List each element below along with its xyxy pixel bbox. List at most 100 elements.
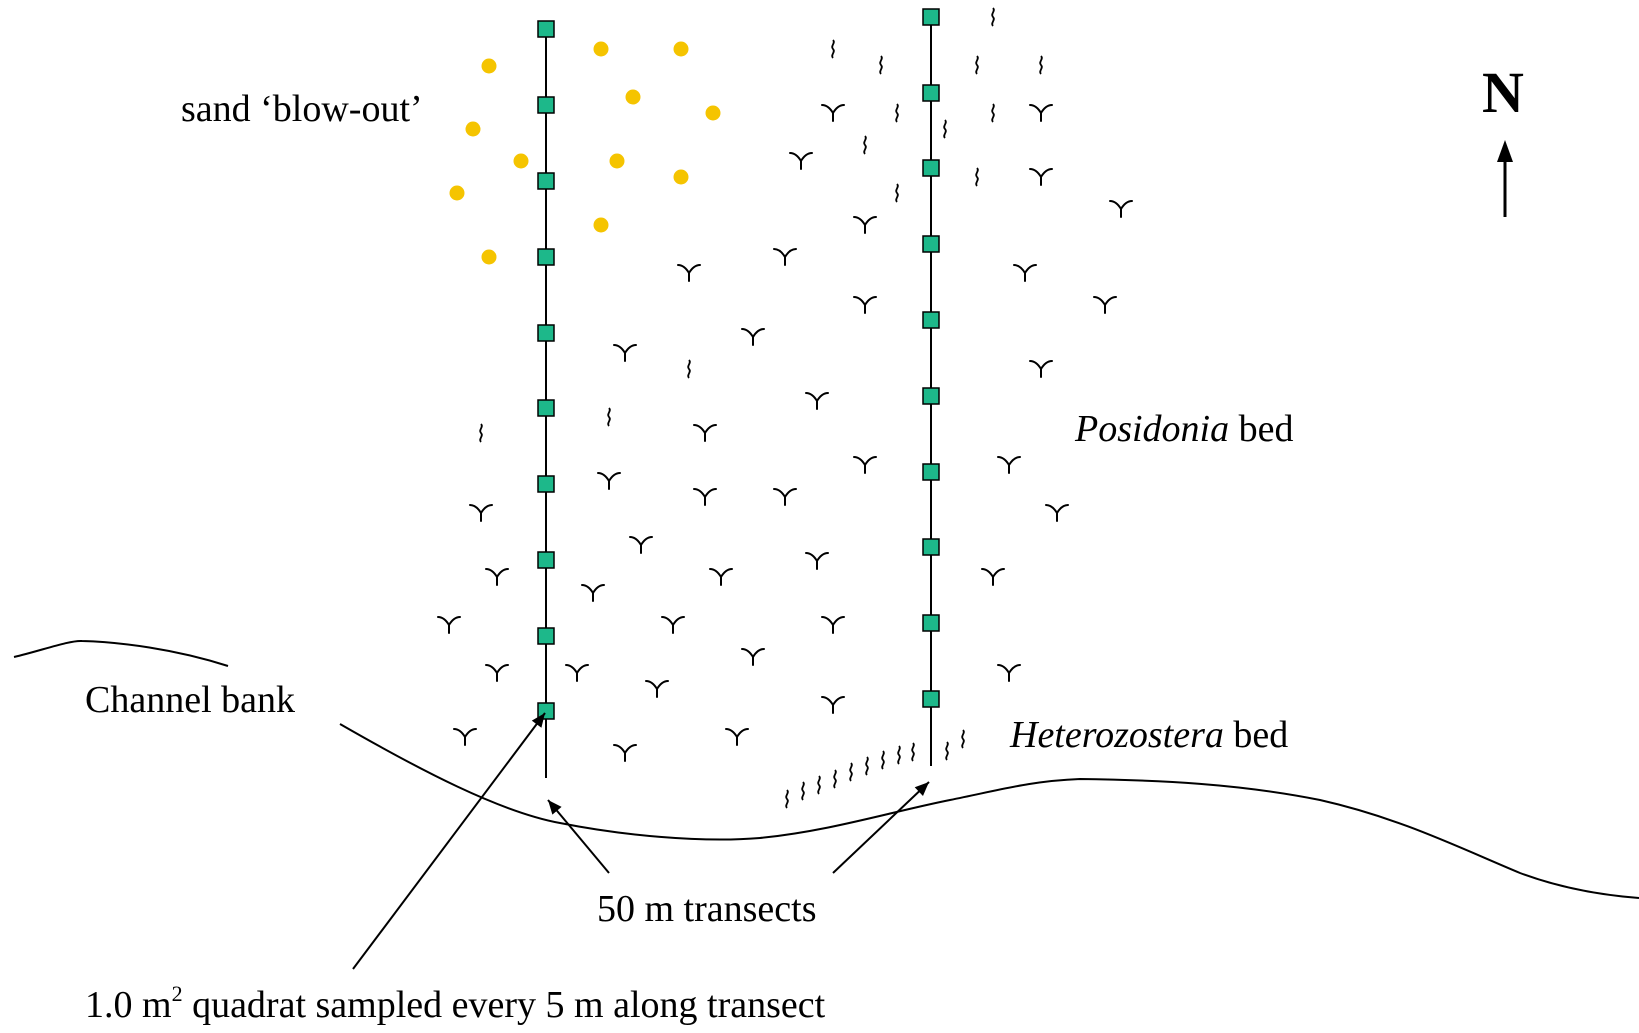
- quadrat-marker: [537, 248, 555, 266]
- wavy-seagrass-icon: [881, 750, 885, 770]
- seagrass-icon: [629, 536, 653, 554]
- seagrass-icon: [773, 248, 797, 266]
- north-arrow-icon: [1497, 140, 1513, 162]
- seagrass-icon: [677, 264, 701, 282]
- pointer-arrows: [352, 712, 930, 970]
- sand-dot: [609, 153, 625, 169]
- quadrat-marker: [922, 159, 940, 177]
- channel-bank-line: [13, 639, 1639, 899]
- heterozostera-bed-label: Heterozostera bed: [1010, 716, 1288, 754]
- seagrass-icon: [693, 488, 717, 506]
- seagrass-icon: [789, 152, 813, 170]
- seagrass-icon: [485, 568, 509, 586]
- quadrat-marker: [537, 551, 555, 569]
- quadrat-marker: [922, 690, 940, 708]
- seagrass-icon: [1029, 104, 1053, 122]
- seagrass-icon: [1029, 360, 1053, 378]
- quadrat-marker: [922, 538, 940, 556]
- posidonia-name: Posidonia: [1075, 408, 1230, 450]
- seagrass-icon: [1093, 296, 1117, 314]
- wavy-seagrass-icon: [897, 745, 901, 765]
- wavy-seagrass-icon: [479, 423, 483, 443]
- quadrat-marker: [922, 463, 940, 481]
- wavy-seagrass-icon: [607, 407, 611, 427]
- quadrat-marker: [537, 20, 555, 38]
- quadrat-suffix: quadrat sampled every 5 m along transect: [182, 984, 826, 1026]
- wavy-seagrass-icon: [943, 119, 947, 139]
- sand-blowout-area: [449, 41, 721, 265]
- north-label: N: [1482, 60, 1524, 125]
- seagrass-icon: [853, 216, 877, 234]
- sand-blowout-label: sand ‘blow-out’: [181, 88, 423, 130]
- sand-dot: [449, 185, 465, 201]
- north-arrow: [1497, 140, 1513, 217]
- wavy-seagrass-icon: [895, 183, 899, 203]
- seagrass-icon: [821, 696, 845, 714]
- seagrass-icon: [997, 664, 1021, 682]
- seagrass-icon: [693, 424, 717, 442]
- seagrass-icon: [709, 568, 733, 586]
- wavy-seagrass-icon: [687, 359, 691, 379]
- transect-arrow-right-head: [914, 782, 929, 796]
- seagrass-icon: [741, 648, 765, 666]
- seagrass-icon: [853, 456, 877, 474]
- wavy-seagrass-icon: [817, 775, 821, 795]
- quadrat-marker: [922, 8, 940, 26]
- wavy-seagrass-icon: [945, 741, 949, 761]
- channel-bank-label: Channel bank: [85, 679, 296, 721]
- posidonia-bed-label: Posidonia bed: [1075, 410, 1294, 448]
- sand-dot: [673, 41, 689, 57]
- sand-dot: [481, 249, 497, 265]
- transect-arrow-right: [832, 781, 930, 874]
- wavy-seagrass-icon: [863, 135, 867, 155]
- seagrass-icon: [805, 392, 829, 410]
- wavy-seagrass-icon: [849, 762, 853, 782]
- quadrat-marker: [537, 324, 555, 342]
- quadrat-marker: [922, 235, 940, 253]
- wavy-symbols: [479, 7, 1043, 809]
- quadrat-marker: [922, 311, 940, 329]
- posidonia-suffix: bed: [1229, 408, 1294, 450]
- seagrass-icon: [581, 584, 605, 602]
- quadrat-marker: [537, 172, 555, 190]
- seagrass-icon: [485, 664, 509, 682]
- seagrass-symbols: [437, 104, 1133, 762]
- transect-arrow-left: [547, 799, 610, 874]
- sand-dot: [593, 41, 609, 57]
- heterozostera-suffix: bed: [1223, 714, 1289, 756]
- seagrass-icon: [453, 728, 477, 746]
- seagrass-icon: [597, 472, 621, 490]
- quadrat-marker: [537, 475, 555, 493]
- wavy-seagrass-icon: [879, 55, 883, 75]
- seagrass-icon: [853, 296, 877, 314]
- quadrat-marker: [922, 387, 940, 405]
- seagrass-icon: [741, 328, 765, 346]
- seagrass-icon: [645, 680, 669, 698]
- wavy-seagrass-icon: [865, 756, 869, 776]
- seagrass-icon: [1045, 504, 1069, 522]
- transects-label: 50 m transects: [597, 888, 817, 930]
- seagrass-icon: [613, 744, 637, 762]
- sand-dot: [705, 105, 721, 121]
- quadrat-marker: [922, 614, 940, 632]
- channel-bank-segment-main: [339, 723, 1639, 899]
- sand-dot: [673, 169, 689, 185]
- seagrass-icon: [661, 616, 685, 634]
- wavy-seagrass-icon: [1039, 55, 1043, 75]
- seagrass-icon: [469, 504, 493, 522]
- quadrat-arrow: [352, 712, 546, 970]
- quadrat-superscript: 2: [171, 981, 183, 1006]
- quadrat-marker: [922, 84, 940, 102]
- wavy-seagrass-icon: [895, 103, 899, 123]
- sand-dot: [481, 58, 497, 74]
- heterozostera-name: Heterozostera: [1010, 714, 1224, 756]
- wavy-seagrass-icon: [911, 742, 915, 762]
- seagrass-icon: [773, 488, 797, 506]
- wavy-seagrass-icon: [801, 781, 805, 801]
- wavy-seagrass-icon: [785, 789, 789, 809]
- quadrat-marker: [537, 96, 555, 114]
- seagrass-icon: [725, 728, 749, 746]
- sand-dot: [513, 153, 529, 169]
- seagrass-icon: [1013, 264, 1037, 282]
